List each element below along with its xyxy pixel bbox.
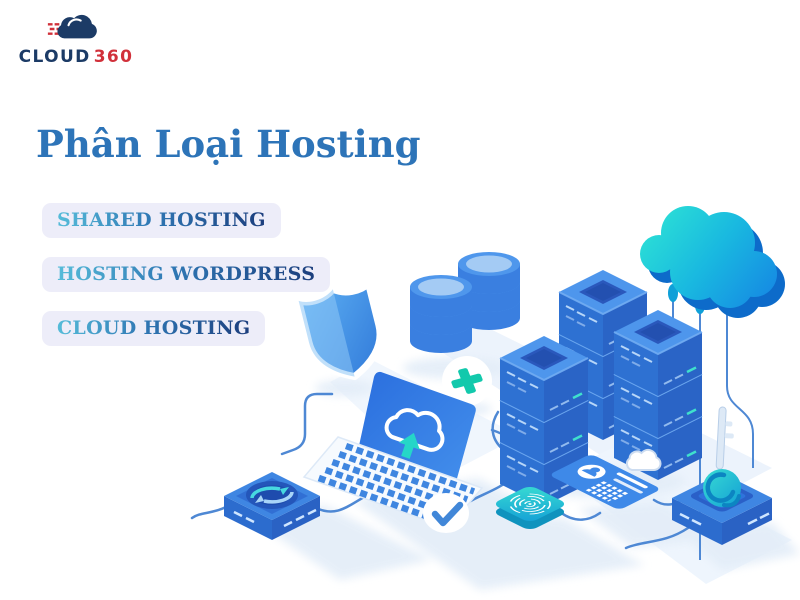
small-cloud-tag-icon — [625, 448, 662, 471]
badge-cloud-hosting: CLOUD HOSTING — [42, 311, 266, 346]
fingerprint-icon — [495, 486, 565, 530]
check-icon — [423, 493, 469, 533]
badge-label: HOSTING WORDPRESS — [57, 263, 316, 285]
server-tower-back — [557, 268, 649, 442]
badge-label: CLOUD HOSTING — [57, 317, 251, 339]
plus-icon — [442, 356, 492, 406]
page-title: Phân Loại Hosting — [36, 122, 421, 166]
shield-icon — [295, 279, 384, 381]
security-key-icon — [672, 406, 772, 545]
badge-shared-hosting: SHARED HOSTING — [42, 203, 281, 238]
badge-label: SHARED HOSTING — [57, 209, 266, 231]
cloud-icon — [640, 206, 785, 318]
hosting-type-list: SHARED HOSTING HOSTING WORDPRESS CLOUD H… — [42, 203, 331, 346]
badge-hosting-wordpress: HOSTING WORDPRESS — [42, 257, 331, 292]
brand-suffix: 360 — [93, 47, 134, 67]
brand-text: CLOUD — [18, 47, 91, 67]
qr-code — [585, 481, 630, 502]
server-tower-right — [612, 308, 704, 482]
sync-hub-icon — [224, 472, 320, 540]
cloud-logo-icon — [47, 14, 97, 39]
database-stack-front — [410, 275, 472, 353]
upload-cloud-icon — [384, 408, 445, 452]
upload-arrow-icon — [398, 432, 420, 459]
key-shaft — [715, 406, 734, 470]
id-card-icon — [551, 455, 659, 509]
server-tower-front — [498, 334, 590, 508]
